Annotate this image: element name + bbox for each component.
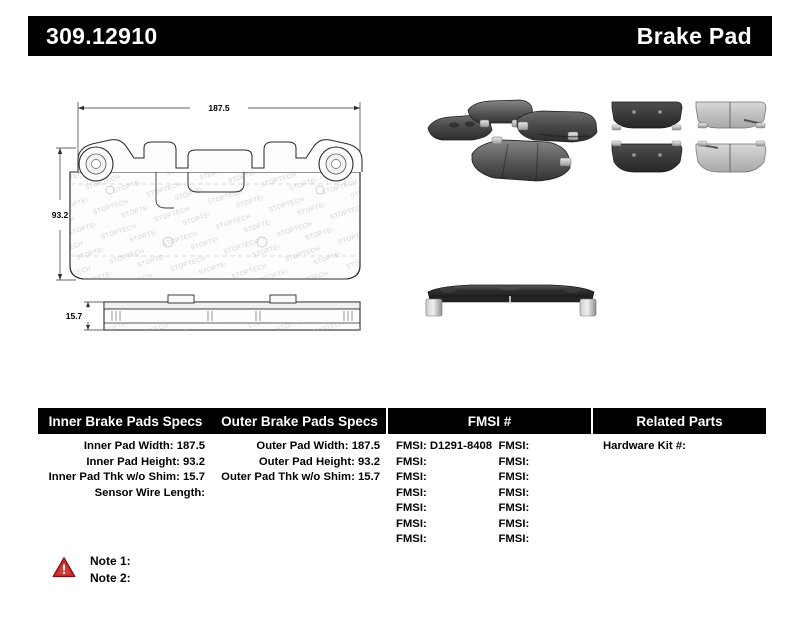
spec-label: Outer Pad Thk w/o Shim:: [221, 471, 355, 483]
spec-label: Inner Pad Height:: [86, 455, 180, 468]
cad-line-drawing: STOPTECH STOPTECH 187.5: [48, 80, 408, 360]
column-header-inner: Inner Brake Pads Specs: [48, 413, 203, 429]
fmsi-label: FMSI:: [396, 486, 427, 499]
spec-row: Inner Pad Thk w/o Shim: 15.7: [38, 470, 213, 486]
fmsi-row: FMSI:: [388, 486, 491, 502]
fmsi-label: FMSI:: [498, 533, 530, 545]
spec-row: Inner Pad Width: 187.5: [38, 439, 213, 455]
fmsi-row: FMSI: D1291-8408: [388, 439, 493, 455]
brake-pad-photo-item: [695, 140, 767, 173]
outer-specs-column: Outer Pad Width: 187.5 Outer Pad Height:…: [213, 439, 388, 548]
product-photo-side: [420, 270, 602, 328]
page-title: Brake Pad: [636, 22, 752, 49]
pad-front-view: [69, 139, 363, 280]
fmsi-label: FMSI:: [396, 471, 427, 483]
fmsi-label: FMSI:: [396, 517, 427, 530]
notes-section: Note 1: Note 2:: [52, 553, 131, 587]
spec-value: 93.2: [183, 455, 205, 468]
spec-label: Outer Pad Height:: [258, 455, 355, 468]
spec-value: 15.7: [183, 471, 205, 483]
related-part-label: Hardware Kit #:: [603, 440, 686, 452]
dimension-height: [56, 147, 76, 281]
fmsi-label: FMSI:: [498, 440, 530, 452]
product-photo-isometric: [420, 92, 610, 184]
fmsi-row: FMSI:: [388, 532, 491, 548]
inner-specs-column: Inner Pad Width: 187.5 Inner Pad Height:…: [38, 439, 213, 548]
fmsi-row: FMSI:: [491, 455, 594, 471]
fmsi-label: FMSI:: [396, 455, 427, 468]
spec-label: Sensor Wire Length:: [94, 486, 205, 499]
fmsi-row: FMSI:: [491, 532, 594, 548]
fmsi-subcolumn-left: FMSI: D1291-8408 FMSI: FMSI: FMSI: FMSI:: [388, 439, 493, 548]
brake-pad-photo-item: [467, 99, 534, 128]
fmsi-subcolumn-right: FMSI: FMSI: FMSI: FMSI: FMSI:: [491, 439, 594, 548]
dimension-thickness-label: 15.7: [66, 311, 83, 321]
dimension-height-label: 93.2: [52, 210, 69, 220]
fmsi-row: FMSI:: [491, 501, 594, 517]
related-parts-column: Hardware Kit #:: [593, 439, 766, 548]
related-part-row: Hardware Kit #:: [593, 439, 766, 455]
spec-label: Outer Pad Width:: [256, 440, 349, 452]
spec-value: 93.2: [358, 455, 380, 468]
dimension-width-label: 187.5: [208, 103, 230, 113]
spec-row: Outer Pad Thk w/o Shim: 15.7: [213, 470, 388, 486]
fmsi-label: FMSI:: [498, 471, 530, 483]
brake-pad-photo-item: [611, 140, 683, 173]
column-header-outer: Outer Brake Pads Specs: [213, 408, 388, 434]
warning-triangle-icon: [52, 557, 76, 578]
fmsi-row: FMSI:: [388, 517, 491, 533]
brake-pad-photo-item: [695, 101, 767, 129]
notes-text-group: Note 1: Note 2:: [90, 553, 131, 587]
spec-value: 187.5: [351, 440, 380, 452]
spec-label: Inner Pad Width:: [83, 440, 174, 452]
fmsi-label: FMSI:: [498, 486, 530, 499]
column-header-fmsi: FMSI #: [388, 408, 593, 434]
spec-row: Outer Pad Height: 93.2: [213, 455, 388, 471]
photo-grid-svg: [611, 101, 767, 173]
photo-iso-svg: [427, 99, 598, 182]
part-number: 309.12910: [46, 22, 158, 49]
fmsi-row: FMSI:: [491, 517, 594, 533]
fmsi-label: FMSI:: [396, 440, 427, 452]
spec-row: Sensor Wire Length:: [38, 486, 213, 502]
fmsi-value: D1291-8408: [429, 440, 493, 452]
fmsi-row: FMSI:: [491, 486, 594, 502]
spec-row: Outer Pad Width: 187.5: [213, 439, 388, 455]
pad-side-view: [103, 294, 361, 331]
brake-pad-photo-item: [611, 101, 683, 131]
fmsi-row: FMSI:: [491, 470, 594, 486]
fmsi-column: FMSI: D1291-8408 FMSI: FMSI: FMSI: FMSI:: [388, 439, 593, 548]
spec-value: 15.7: [358, 471, 380, 483]
product-illustration-area: STOPTECH STOPTECH 187.5: [28, 70, 772, 390]
fmsi-label: FMSI:: [498, 455, 530, 468]
product-photo-grid: [606, 92, 774, 184]
spec-row: Inner Pad Height: 93.2: [38, 455, 213, 471]
fmsi-label: FMSI:: [498, 517, 530, 530]
table-body: Inner Pad Width: 187.5 Inner Pad Height:…: [38, 434, 766, 548]
spec-label: Inner Pad Thk w/o Shim:: [48, 471, 180, 483]
photo-side-svg: [425, 284, 597, 317]
brake-pad-photo-item: [471, 136, 572, 182]
brake-pad-photo-item: [516, 110, 598, 143]
page-header: 309.12910 Brake Pad: [28, 16, 772, 56]
dimension-width: [77, 102, 361, 166]
note-line-1: Note 1:: [90, 554, 131, 568]
table-header-row: Inner Brake Pads Specs Outer Brake Pads …: [38, 408, 766, 434]
fmsi-label: FMSI:: [396, 502, 427, 514]
fmsi-row: FMSI:: [388, 470, 491, 486]
dimension-thickness: [84, 301, 104, 331]
note-line-2: Note 2:: [90, 571, 131, 585]
fmsi-label: FMSI:: [498, 502, 530, 514]
fmsi-row: FMSI:: [388, 455, 491, 471]
column-header-related: Related Parts: [636, 413, 723, 429]
spec-value: 187.5: [176, 440, 205, 452]
cad-svg: STOPTECH STOPTECH 187.5: [52, 102, 363, 331]
specifications-table: Inner Brake Pads Specs Outer Brake Pads …: [38, 408, 766, 548]
fmsi-row: FMSI:: [388, 501, 491, 517]
fmsi-label: FMSI:: [396, 533, 427, 545]
fmsi-row: FMSI:: [491, 439, 594, 455]
